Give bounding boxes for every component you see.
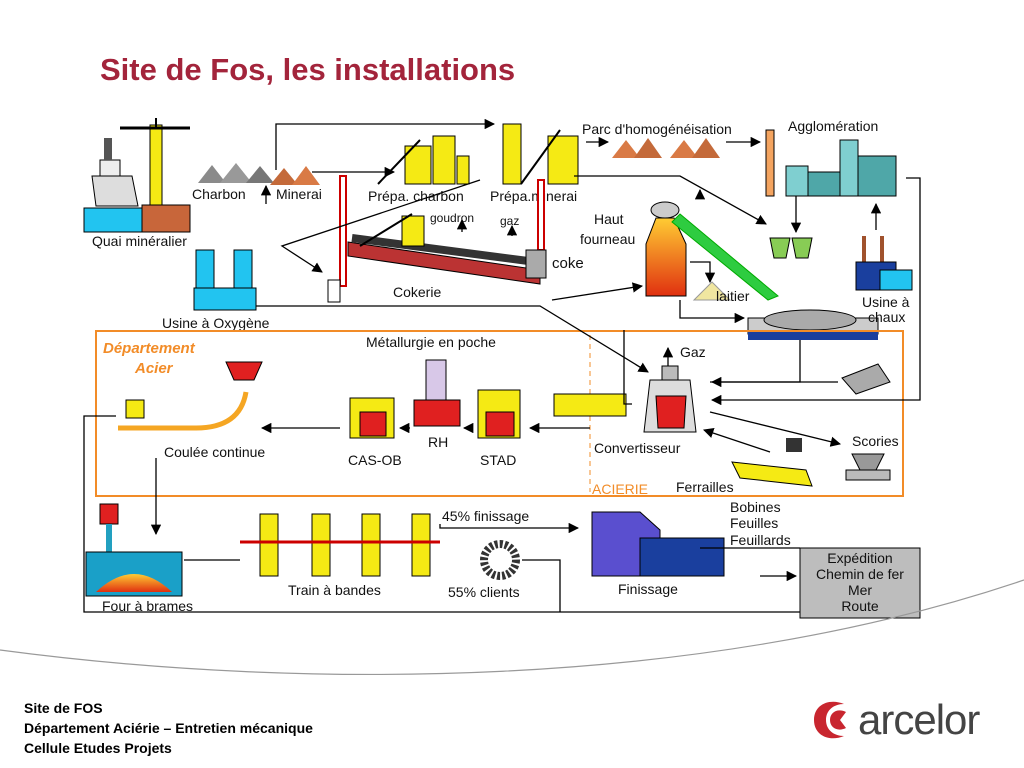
- label-bobines: Bobines: [730, 499, 781, 515]
- label-four: Four à brames: [102, 598, 193, 614]
- label-quai: Quai minéralier: [92, 233, 187, 249]
- chaux-wagon: [841, 363, 891, 395]
- footer: Site de FOS Département Aciérie – Entret…: [24, 698, 313, 758]
- stad: [477, 389, 521, 439]
- convertisseur: [643, 365, 697, 433]
- label-charbon: Charbon: [192, 186, 246, 202]
- label-feuilles: Feuilles: [730, 515, 778, 531]
- prepa-minerai: [502, 123, 579, 185]
- label-gaz-conv: Gaz: [680, 344, 706, 360]
- decorative-curve: [0, 579, 1024, 676]
- footer-line-2: Département Aciérie – Entretien mécaniqu…: [24, 720, 313, 736]
- label-dept-acier-2: Acier: [134, 360, 174, 377]
- footer-line-3: Cellule Etudes Projets: [24, 740, 172, 756]
- bennes: [769, 237, 813, 259]
- label-laitier: laitier: [716, 288, 750, 304]
- bobine: [480, 540, 520, 580]
- label-usine-oxygene: Usine à Oxygène: [162, 315, 270, 331]
- label-coke: coke: [552, 255, 584, 272]
- label-stad: STAD: [480, 452, 516, 468]
- label-expedition-1: Expédition: [827, 550, 892, 566]
- usine-oxygene: [193, 249, 257, 311]
- footer-line-1: Site de FOS: [24, 700, 103, 716]
- label-prepa-charbon: Prépa. charbon: [368, 188, 464, 204]
- haut-fourneau: [645, 201, 779, 301]
- logo-text: arcelor: [858, 696, 980, 743]
- label-train: Train à bandes: [288, 582, 381, 598]
- usine-chaux: [855, 236, 913, 291]
- scories: [845, 453, 891, 481]
- label-ferrailles: Ferrailles: [676, 479, 734, 495]
- flow-arrows: [83, 118, 921, 613]
- label-rh: RH: [428, 434, 448, 450]
- label-fourneau: fourneau: [580, 231, 635, 247]
- prepa-charbon: [377, 135, 470, 185]
- label-feuillards: Feuillards: [730, 532, 791, 548]
- label-gaz-top: gaz: [500, 214, 519, 228]
- label-acierie: ACIERIE: [592, 481, 648, 497]
- agglomeration: [765, 129, 897, 197]
- page-title: Site de Fos, les installations: [100, 52, 516, 87]
- parc-homogeneisation: [612, 138, 720, 158]
- label-usine-chaux-2: chaux: [868, 309, 905, 325]
- label-prepa-minerai: Prépa.minerai: [490, 188, 577, 204]
- label-cas-ob: CAS-OB: [348, 452, 402, 468]
- label-minerai: Minerai: [276, 186, 322, 202]
- label-metallurgie: Métallurgie en poche: [366, 334, 496, 350]
- coulee-continue: [118, 361, 263, 431]
- label-agglo: Agglomération: [788, 118, 878, 134]
- label-parc: Parc d'homogénéisation: [582, 121, 732, 137]
- label-coulee: Coulée continue: [164, 444, 265, 460]
- label-haut: Haut: [594, 211, 624, 227]
- label-clients-55: 55% clients: [448, 584, 520, 600]
- departement-acier-frame: [95, 330, 904, 497]
- label-goudron: goudron: [430, 211, 474, 225]
- label-finissage-45: 45% finissage: [442, 508, 529, 524]
- cas-ob: [349, 397, 395, 439]
- label-usine-chaux-1: Usine à: [862, 294, 910, 310]
- label-finissage: Finissage: [618, 581, 678, 597]
- ferrailles: [731, 438, 813, 487]
- finissage: [591, 511, 725, 577]
- wagon-torpille: [747, 309, 879, 340]
- label-expedition-4: Route: [841, 598, 879, 614]
- rh: [413, 359, 461, 427]
- stock-piles: [198, 163, 320, 185]
- cokerie: [327, 175, 547, 303]
- train-bandes: [240, 513, 440, 577]
- wagon-poche: [553, 393, 627, 417]
- label-dept-acier-1: Département: [103, 340, 196, 357]
- quai-mineralier: [83, 118, 191, 233]
- label-cokerie: Cokerie: [393, 284, 441, 300]
- label-convertisseur: Convertisseur: [594, 440, 681, 456]
- label-expedition-2: Chemin de fer: [816, 566, 904, 582]
- arcelor-logo-icon: [814, 701, 846, 739]
- label-expedition-3: Mer: [848, 582, 872, 598]
- four-brames: [85, 503, 183, 597]
- label-scories: Scories: [852, 433, 899, 449]
- expedition-box: [799, 547, 921, 619]
